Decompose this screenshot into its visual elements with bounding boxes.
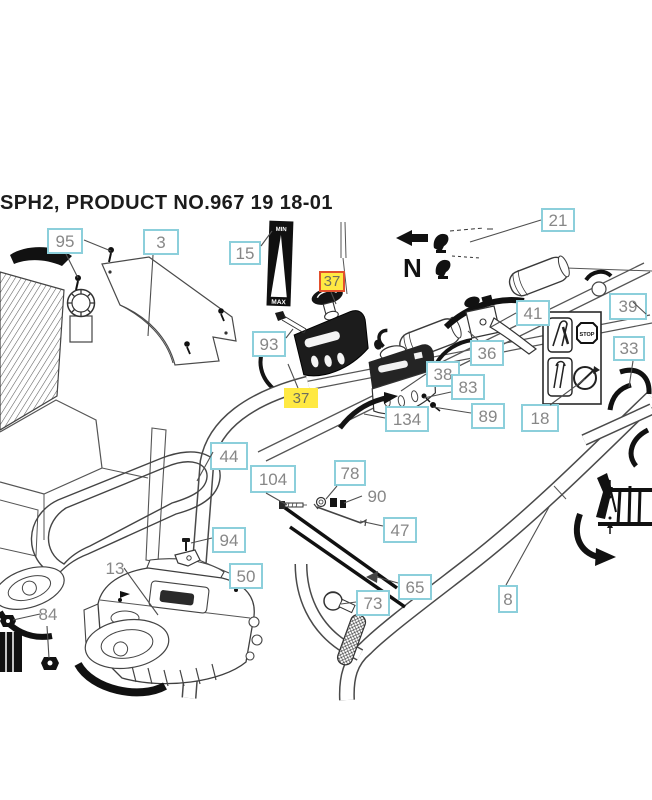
- part-callout-95[interactable]: 95: [47, 228, 83, 254]
- fuel-gauge-min-label: MIN: [276, 227, 287, 233]
- part-callout-73[interactable]: 73: [356, 590, 390, 616]
- stop-sign-label: STOP: [580, 332, 595, 338]
- part-callout-36[interactable]: 36: [470, 340, 504, 366]
- lever-instruction-icons: [573, 473, 652, 566]
- part-callout-50[interactable]: 50: [229, 563, 263, 589]
- bolt-104-drawing: [279, 501, 307, 509]
- part-callout-78[interactable]: 78: [334, 460, 366, 486]
- part-callout-13[interactable]: 13: [105, 558, 125, 578]
- cable-clip-instructions: N: [396, 227, 493, 283]
- cable-clip-icon: [433, 233, 449, 253]
- fasteners-78-90: [315, 496, 346, 508]
- part-callout-44[interactable]: 44: [210, 442, 248, 470]
- pulley-drawing: [0, 566, 65, 672]
- part-callout-94[interactable]: 94: [212, 527, 246, 553]
- screw-94-drawing: [182, 538, 190, 551]
- letter-n-icon: N: [403, 253, 422, 283]
- right-grip-drawing: [508, 255, 570, 297]
- part-callout-65[interactable]: 65: [398, 574, 432, 600]
- cable-arc-36: [434, 338, 473, 366]
- part-callout-90[interactable]: 90: [367, 486, 387, 506]
- cable-arrow-under-housing: [338, 392, 398, 430]
- part-callout-83[interactable]: 83: [451, 374, 485, 400]
- part-callout-8[interactable]: 8: [498, 585, 518, 613]
- fuel-gauge-decal: MIN MAX: [266, 220, 294, 307]
- cable-hooks-right: [607, 367, 652, 468]
- bolt-93-drawing: [275, 311, 307, 334]
- part-callout-84[interactable]: 84: [38, 604, 58, 624]
- left-arrow-icon: [396, 230, 428, 246]
- starter-control-drawing: [293, 287, 369, 377]
- fuel-gauge-max-label: MAX: [271, 299, 286, 307]
- part-callout-89[interactable]: 89: [471, 403, 505, 429]
- tube-end-cap: [591, 281, 607, 297]
- part-callout-104[interactable]: 104: [250, 465, 296, 493]
- part-callout-37[interactable]: 37: [319, 271, 345, 292]
- bracket-50-drawing: [174, 549, 201, 567]
- part-callout-41[interactable]: 41: [516, 300, 550, 326]
- cable-hook-top: [584, 269, 613, 282]
- part-callout-3[interactable]: 3: [143, 229, 179, 255]
- page-title: SPH2, PRODUCT NO.967 19 18-01: [0, 192, 333, 214]
- cover-plate-drawing: [75, 247, 237, 366]
- part-callout-18[interactable]: 18: [521, 404, 559, 432]
- part-callout-33[interactable]: 33: [613, 336, 645, 361]
- wheel-adjuster-drawing: [74, 610, 170, 697]
- warning-sticker-decal: STOP: [542, 311, 602, 405]
- part-callout-21[interactable]: 21: [541, 208, 575, 232]
- part-callout-47[interactable]: 47: [383, 517, 417, 543]
- engine-drawing: [0, 247, 167, 563]
- part-callout-93[interactable]: 93: [252, 331, 286, 357]
- knob-drawing: [323, 591, 356, 614]
- nuts-84: [0, 615, 59, 670]
- part-callout-15[interactable]: 15: [229, 241, 261, 265]
- part-callout-39[interactable]: 39: [609, 293, 647, 320]
- part-callout-134[interactable]: 134: [385, 406, 429, 432]
- part-callout-37[interactable]: 37: [284, 388, 318, 408]
- starter-rope-line: [340, 221, 348, 295]
